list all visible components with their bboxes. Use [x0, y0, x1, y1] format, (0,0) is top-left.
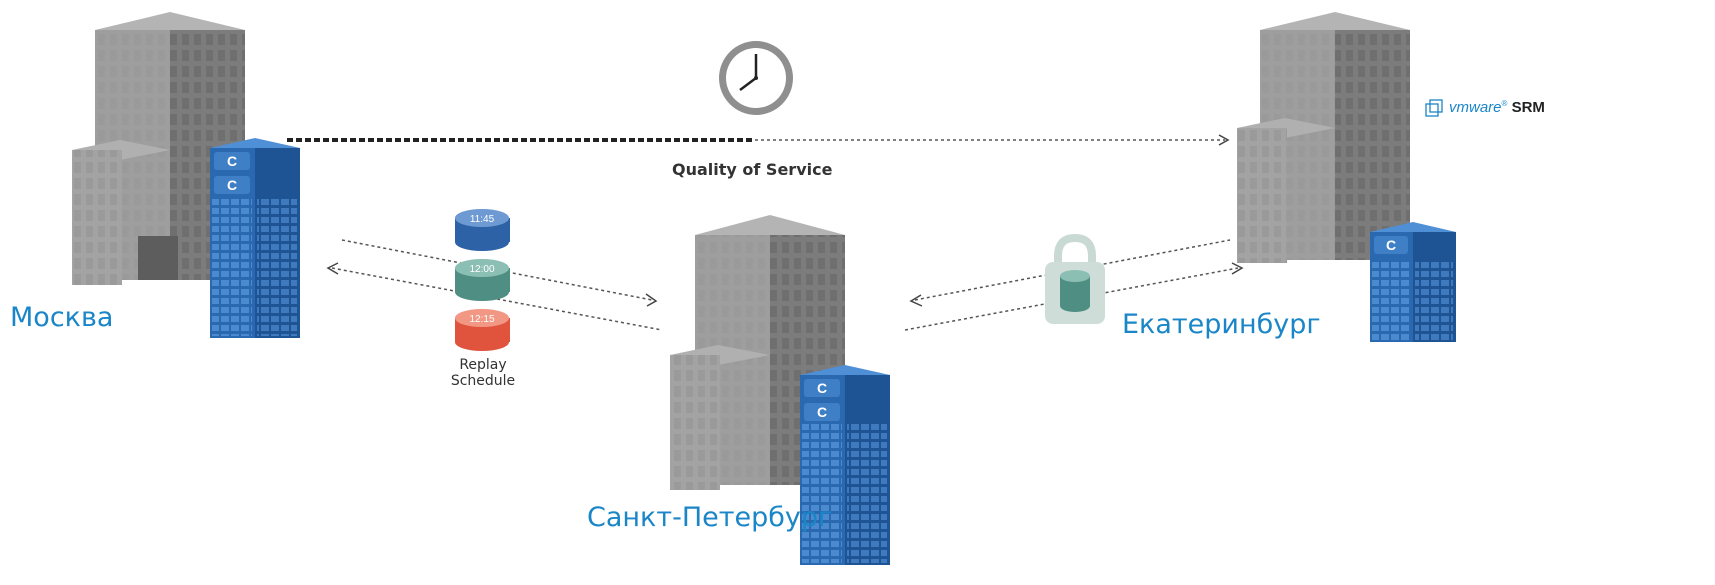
- city-label-ekaterinburg: Екатеринбург: [1122, 309, 1321, 340]
- ekb-storage-array-icon: C: [1370, 222, 1456, 342]
- replay-schedule-label: Replay Schedule: [443, 357, 523, 389]
- svg-text:C: C: [227, 177, 237, 193]
- moscow-storage-array-icon: C C: [210, 138, 300, 338]
- svg-text:C: C: [817, 380, 827, 396]
- replay-label-line1: Replay: [459, 357, 507, 373]
- replay-disk-1215: 12:15: [455, 309, 510, 351]
- svg-text:C: C: [1386, 237, 1396, 253]
- svg-text:C: C: [817, 404, 827, 420]
- srm-product: SRM: [1511, 99, 1545, 116]
- replay-time-1145: 11:45: [470, 214, 495, 225]
- replay-disk-1145: 11:45: [455, 209, 510, 251]
- svg-text:C: C: [227, 153, 237, 169]
- spb-storage-array-icon: C C: [800, 365, 890, 565]
- replay-time-1200: 12:00: [469, 264, 494, 275]
- vmware-srm-label: vmware® SRM: [1449, 99, 1545, 116]
- replay-label-line2: Schedule: [450, 373, 516, 389]
- ekb-building-icon: [1237, 12, 1410, 263]
- replay-disk-1200: 12:00: [455, 259, 510, 301]
- lock-icon: [1045, 233, 1105, 324]
- city-label-moscow: Москва: [10, 302, 114, 333]
- qos-label: Quality of Service: [672, 160, 833, 179]
- qos-link: [287, 134, 1230, 146]
- clock-icon: [719, 41, 793, 115]
- replay-time-1215: 12:15: [469, 314, 494, 325]
- vmware-brand: vmware: [1449, 99, 1502, 116]
- city-label-spb: Санкт-Петербург: [587, 502, 833, 533]
- vmware-logo-icon: [1425, 99, 1443, 117]
